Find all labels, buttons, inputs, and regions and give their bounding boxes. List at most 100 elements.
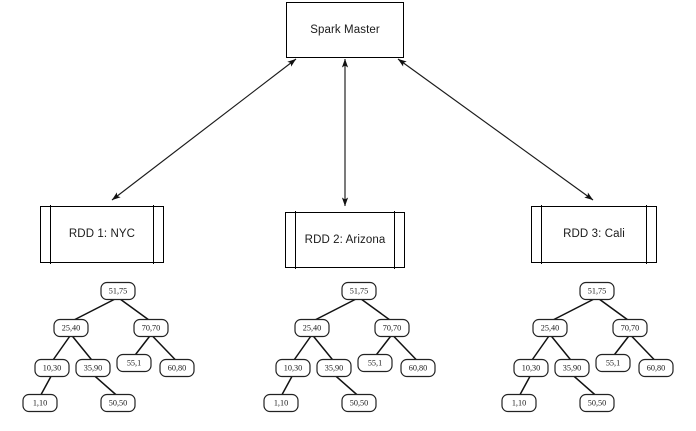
spark-master-box[interactable]: Spark Master [286, 2, 404, 58]
tree-edge-n2540-n1030 [292, 334, 313, 362]
tree-node-shape [100, 281, 136, 301]
tree-node-n5050[interactable]: 50,50 [341, 393, 377, 413]
tree-node-shape [595, 353, 631, 373]
tree-node-n2540[interactable]: 25,40 [53, 318, 89, 338]
tree-node-shape [501, 393, 537, 413]
tree-node-n110[interactable]: 1,10 [22, 393, 58, 413]
tree-node-shape [513, 358, 549, 378]
tree-node-label: 70,70 [383, 323, 401, 332]
tree-node-label: 60,80 [168, 363, 186, 372]
tree-edge-n3590-n5050 [571, 373, 598, 398]
tree-node-shape [579, 281, 615, 301]
tree-node-shape [357, 353, 393, 373]
tree-node-n7070[interactable]: 70,70 [612, 318, 648, 338]
tree-node-shape [294, 318, 330, 338]
tree-node-label: 10,30 [284, 363, 302, 372]
rdd-box-2[interactable]: RDD 2: Arizona [285, 211, 405, 269]
tree-node-n110[interactable]: 1,10 [501, 393, 537, 413]
tree-node-root[interactable]: 51,75 [341, 281, 377, 301]
tree-node-label: 60,80 [647, 363, 665, 372]
tree-node-n5050[interactable]: 50,50 [579, 393, 615, 413]
tree-node-label: 1,10 [274, 398, 288, 407]
tree-node-n3590[interactable]: 35,90 [75, 358, 111, 378]
tree-node-label: 10,30 [522, 363, 540, 372]
tree-edge-root-n2540 [70, 296, 119, 323]
tree-node-n551[interactable]: 55,1 [357, 353, 393, 373]
tree-edge-n2540-n1030 [51, 334, 72, 362]
tree-node-shape [22, 393, 58, 413]
tree-node-shape [275, 358, 311, 378]
rdd-box-label-1: RDD 1: NYC [68, 228, 136, 241]
tree-node-shape [374, 318, 410, 338]
tree-node-label: 50,50 [109, 398, 127, 407]
tree-node-root[interactable]: 51,75 [100, 281, 136, 301]
tree-node-label: 70,70 [621, 323, 639, 332]
tree-edge-root-n7070 [117, 296, 152, 323]
tree-node-label: 1,10 [33, 398, 47, 407]
tree-node-shape [159, 358, 195, 378]
rdd-box-1[interactable]: RDD 1: NYC [40, 205, 164, 264]
tree-node-n2540[interactable]: 25,40 [532, 318, 568, 338]
tree-node-n6080[interactable]: 60,80 [638, 358, 674, 378]
tree-edge-n7070-n551 [612, 334, 631, 357]
tree-node-label: 25,40 [303, 323, 321, 332]
tree-node-label: 35,90 [84, 363, 102, 372]
tree-node-shape [400, 358, 436, 378]
tree-node-label: 1,10 [512, 398, 526, 407]
tree-node-label: 50,50 [588, 398, 606, 407]
tree-edge-n2540-n3590 [549, 334, 573, 362]
rdd-box-3[interactable]: RDD 3: Cali [531, 205, 657, 264]
tree-edge-n2540-n3590 [70, 334, 94, 362]
tree-node-n1030[interactable]: 10,30 [513, 358, 549, 378]
tree-edge-n7070-n551 [374, 334, 393, 357]
tree-edge-n1030-n110 [280, 374, 294, 397]
tree-node-n1030[interactable]: 10,30 [34, 358, 70, 378]
tree-node-shape [263, 393, 299, 413]
tree-rdd-2: 51,75 25,40 70,70 10,30 35,90 55,1 60,80 1,10 50… [263, 281, 436, 413]
tree-node-n1030[interactable]: 10,30 [275, 358, 311, 378]
tree-edge-n1030-n110 [518, 374, 532, 397]
tree-node-shape [341, 393, 377, 413]
tree-node-n2540[interactable]: 25,40 [294, 318, 330, 338]
spark-master-label: Spark Master [310, 23, 380, 36]
tree-node-n7070[interactable]: 70,70 [374, 318, 410, 338]
tree-node-shape [53, 318, 89, 338]
tree-edge-root-n2540 [549, 296, 598, 323]
tree-rdd-3: 51,75 25,40 70,70 10,30 35,90 55,1 60,80 1,10 50… [501, 281, 674, 413]
tree-node-root[interactable]: 51,75 [579, 281, 615, 301]
tree-node-n6080[interactable]: 60,80 [400, 358, 436, 378]
tree-node-n3590[interactable]: 35,90 [316, 358, 352, 378]
tree-edge-n3590-n5050 [333, 373, 360, 398]
tree-node-shape [34, 358, 70, 378]
rdd-box-label-3: RDD 3: Cali [563, 228, 625, 241]
tree-node-label: 35,90 [563, 363, 581, 372]
tree-node-n5050[interactable]: 50,50 [100, 393, 136, 413]
tree-node-shape [316, 358, 352, 378]
tree-node-shape [100, 393, 136, 413]
tree-node-label: 51,75 [109, 286, 127, 295]
tree-node-shape [341, 281, 377, 301]
tree-node-shape [612, 318, 648, 338]
tree-node-label: 60,80 [409, 363, 427, 372]
tree-edge-n7070-n6080 [150, 333, 178, 363]
tree-node-label: 50,50 [350, 398, 368, 407]
tree-edge-root-n7070 [358, 296, 393, 323]
tree-node-shape [638, 358, 674, 378]
tree-rdd-1: 51,75 25,40 70,70 10,30 35,90 55,1 60,80 1,10 50… [22, 281, 195, 413]
tree-node-n6080[interactable]: 60,80 [159, 358, 195, 378]
tree-edge-n3590-n5050 [92, 373, 119, 398]
tree-node-n3590[interactable]: 35,90 [554, 358, 590, 378]
tree-node-shape [75, 358, 111, 378]
tree-node-label: 51,75 [350, 286, 368, 295]
tree-node-label: 51,75 [588, 286, 606, 295]
tree-node-label: 25,40 [62, 323, 80, 332]
tree-edge-n7070-n6080 [391, 333, 419, 363]
tree-node-shape [532, 318, 568, 338]
tree-node-n110[interactable]: 1,10 [263, 393, 299, 413]
tree-node-n7070[interactable]: 70,70 [133, 318, 169, 338]
tree-node-n551[interactable]: 55,1 [595, 353, 631, 373]
tree-edge-n7070-n6080 [629, 333, 657, 363]
tree-node-n551[interactable]: 55,1 [116, 353, 152, 373]
tree-node-label: 35,90 [325, 363, 343, 372]
